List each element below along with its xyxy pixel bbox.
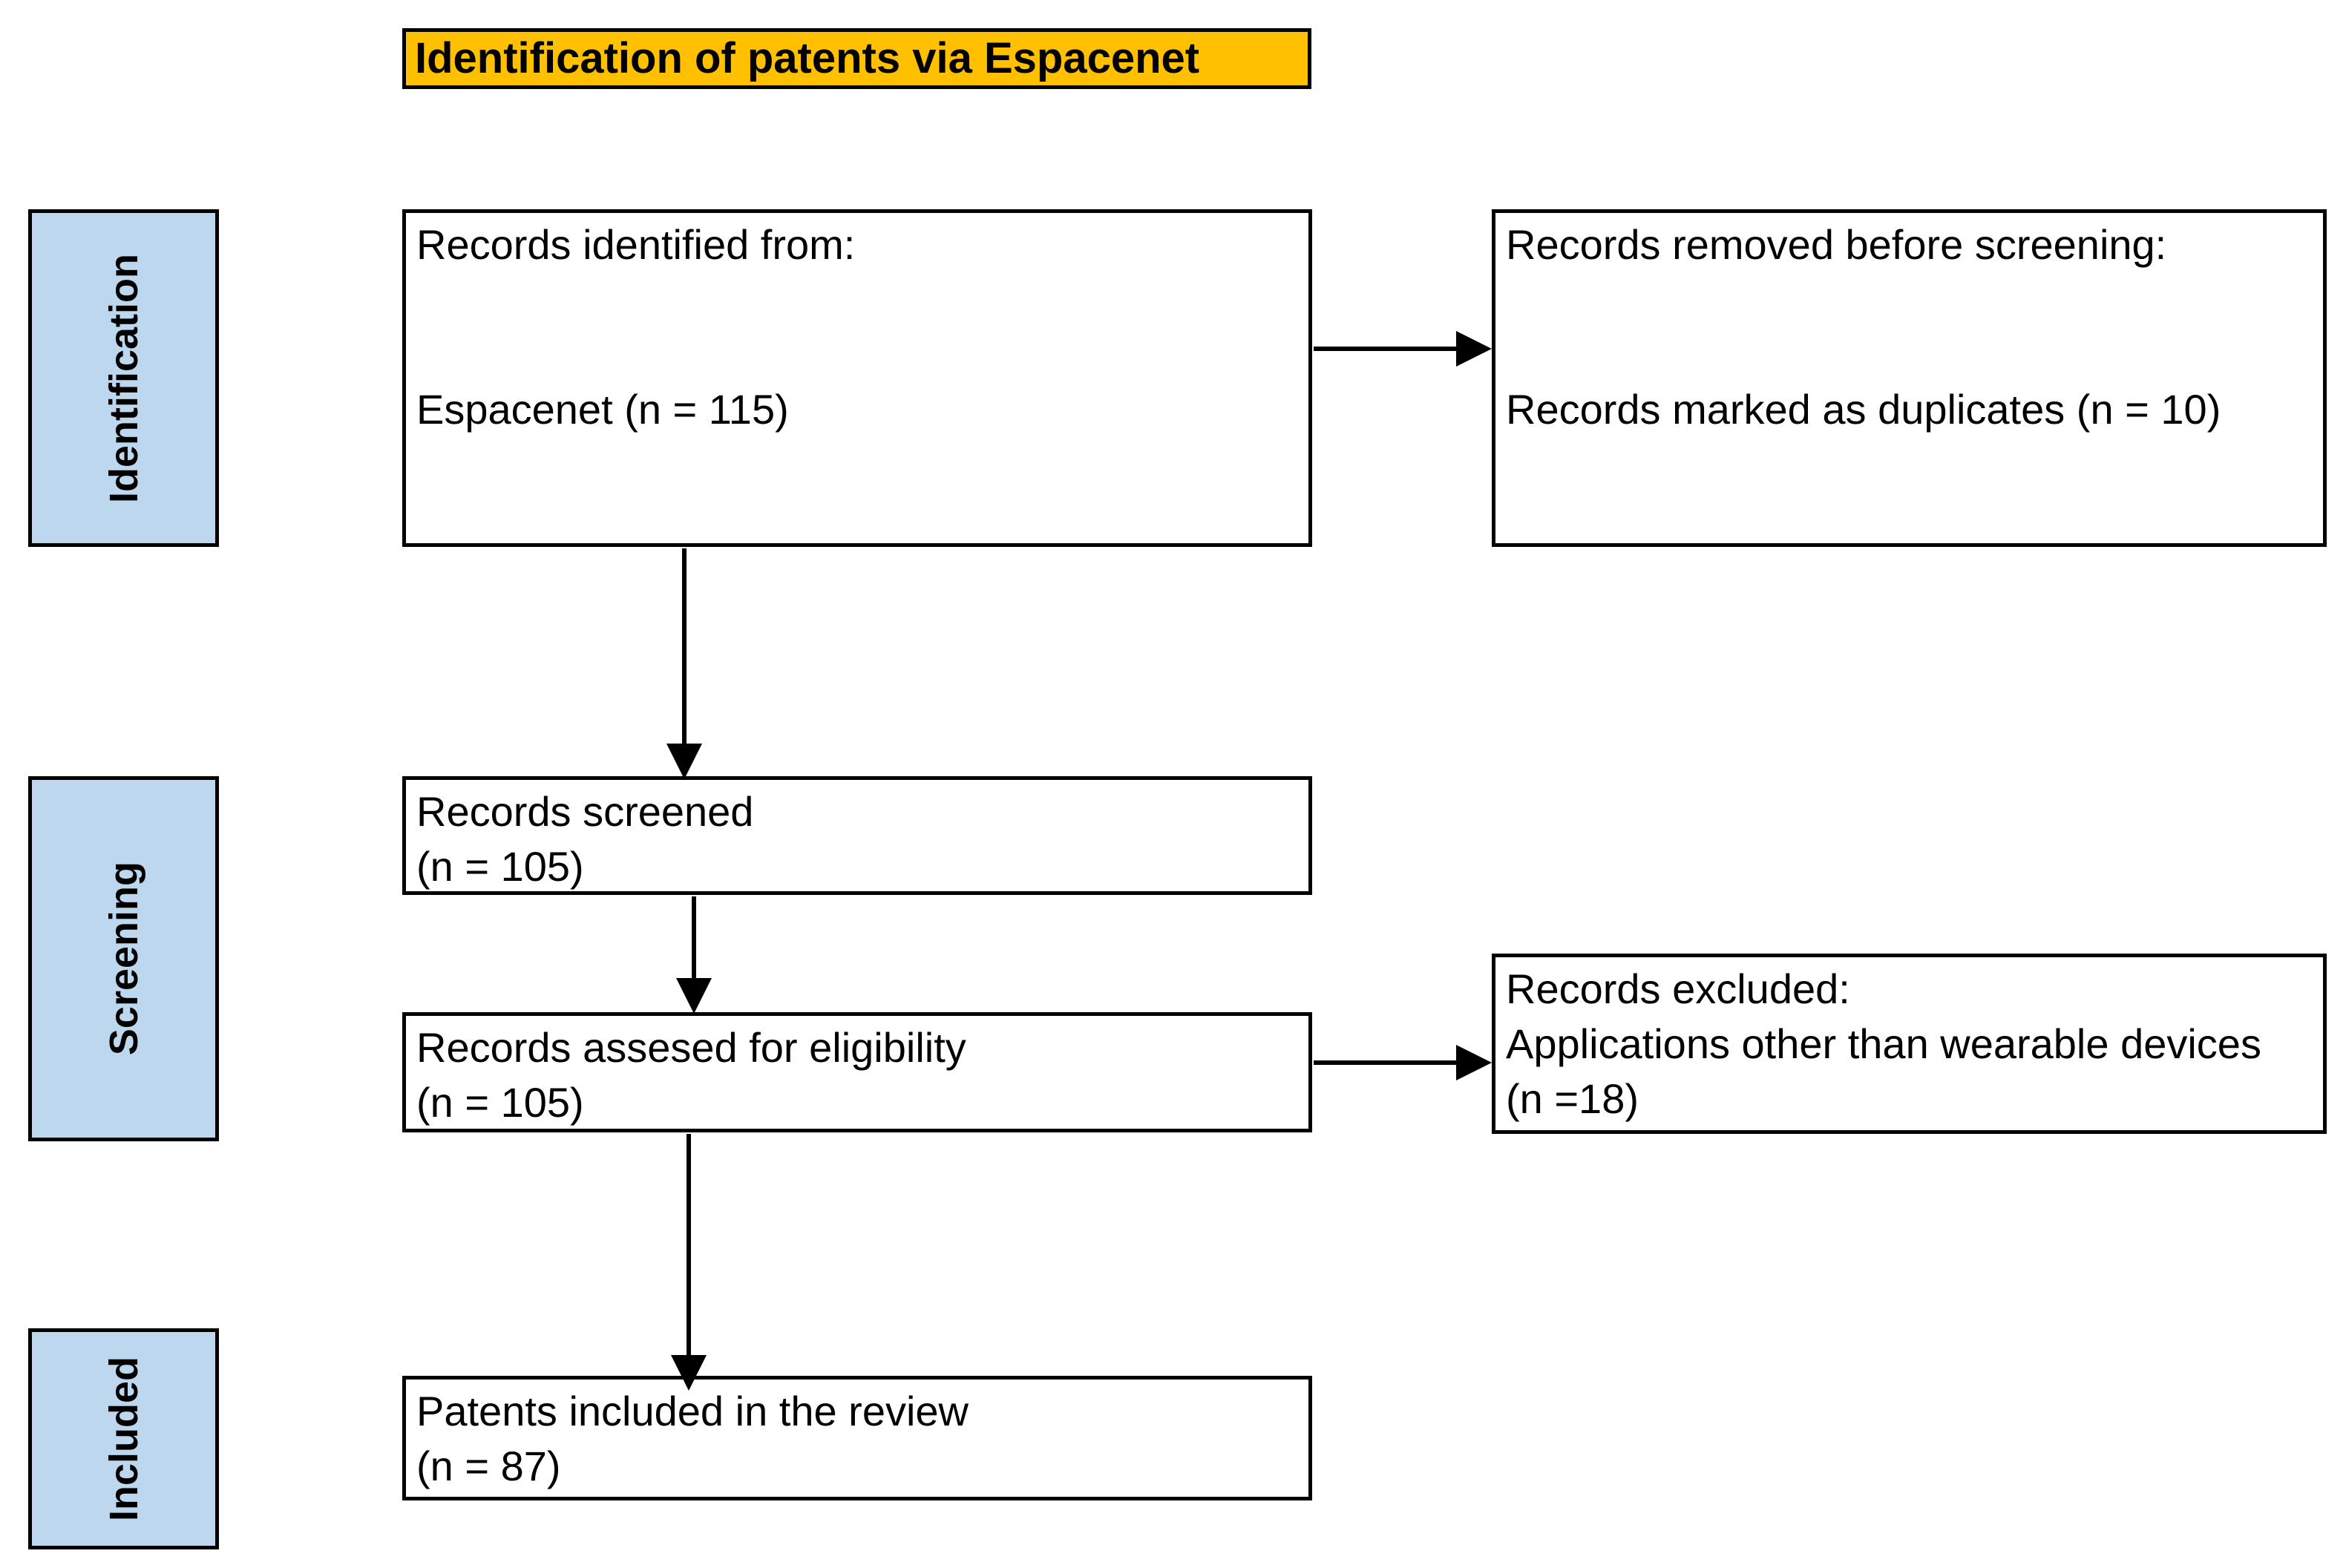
stage-label-included: Included	[28, 1328, 219, 1549]
patents-included-line2: (n = 87)	[416, 1443, 561, 1489]
box-records-screened: Records screened (n = 105)	[402, 776, 1312, 895]
records-identified-head: Records identified from:	[416, 221, 856, 268]
records-identified-detail: Espacenet (n = 115)	[416, 386, 789, 433]
arrow-assessed-to-excluded	[1314, 1045, 1492, 1080]
box-records-assessed: Records assesed for eligibility (n = 105…	[402, 1012, 1312, 1132]
records-removed-head: Records removed before screening:	[1506, 221, 2167, 268]
box-records-identified: Records identified from: Espacenet (n = …	[402, 209, 1312, 547]
records-excluded-line2: Applications other than wearable devices	[1506, 1020, 2261, 1067]
arrow-identified-to-screened	[666, 548, 702, 779]
records-excluded-line3: (n =18)	[1506, 1075, 1639, 1122]
arrow-identified-to-removed	[1314, 331, 1492, 367]
stage-label-identification-text: Identification	[101, 253, 146, 503]
stage-label-identification: Identification	[28, 209, 219, 547]
box-records-excluded: Records excluded: Applications other tha…	[1492, 954, 2327, 1134]
records-assessed-line1: Records assesed for eligibility	[416, 1024, 966, 1071]
arrow-assessed-to-included	[671, 1134, 707, 1391]
stage-label-included-text: Included	[101, 1356, 146, 1521]
stage-label-screening-text: Screening	[101, 862, 146, 1056]
records-assessed-line2: (n = 105)	[416, 1079, 584, 1126]
records-excluded-line1: Records excluded:	[1506, 965, 1850, 1012]
patents-included-line1: Patents included in the review	[416, 1388, 969, 1434]
arrow-screened-to-assessed	[676, 896, 712, 1014]
stage-label-screening: Screening	[28, 776, 219, 1141]
diagram-title: Identification of patents via Espacenet	[415, 34, 1200, 82]
records-screened-line1: Records screened	[416, 788, 754, 835]
records-screened-line2: (n = 105)	[416, 843, 584, 890]
box-records-removed: Records removed before screening: Record…	[1492, 209, 2327, 547]
diagram-title-banner: Identification of patents via Espacenet	[402, 28, 1311, 89]
box-patents-included: Patents included in the review (n = 87)	[402, 1376, 1312, 1500]
records-removed-detail: Records marked as duplicates (n = 10)	[1506, 386, 2221, 433]
